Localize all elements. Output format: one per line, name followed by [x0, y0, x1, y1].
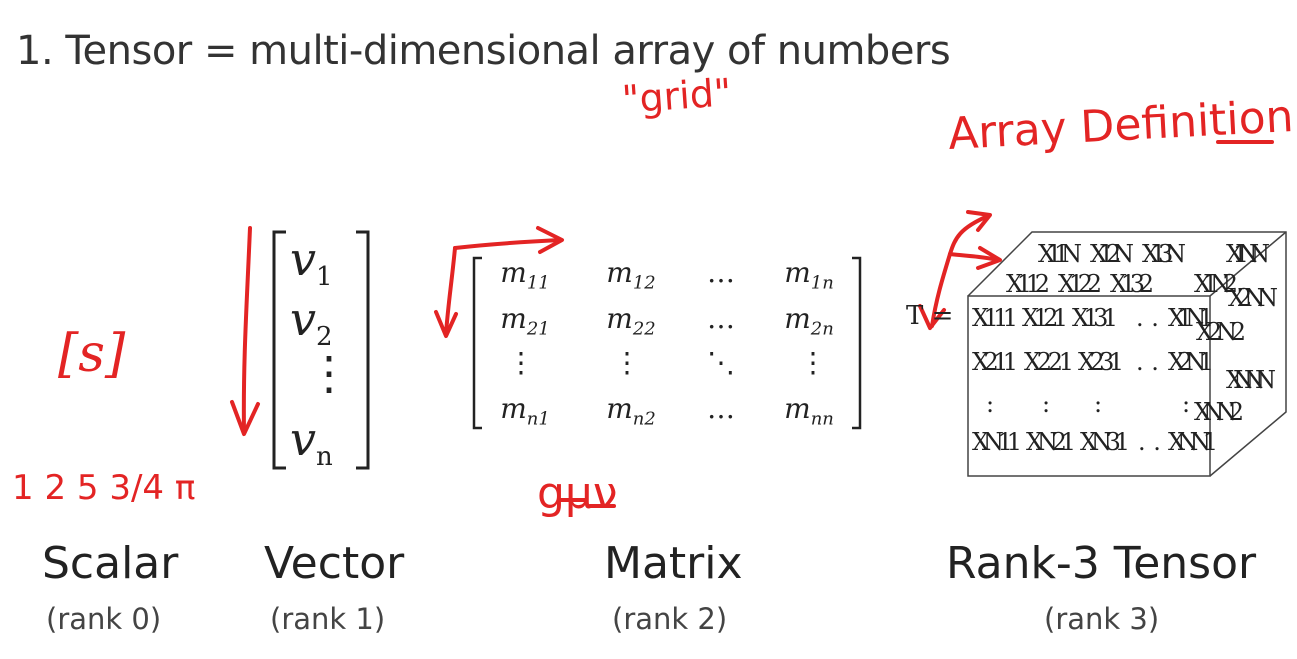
vector-label: Vector: [264, 538, 405, 589]
tensor-element: :: [1182, 390, 1190, 418]
matrix-label: Matrix: [604, 538, 743, 589]
tensor-label: Rank-3 Tensor: [946, 538, 1257, 589]
tensor-element: X231: [1078, 348, 1124, 376]
vector-rank: (rank 1): [270, 602, 386, 636]
tensor-element: XN31: [1080, 428, 1130, 456]
tensor-element: X1N2: [1194, 270, 1238, 298]
metric-tensor-annotation: gμν: [537, 468, 618, 519]
tensor-element: X122: [1058, 270, 1102, 298]
tensor-element: . .: [1138, 428, 1161, 456]
tensor-element: XNNN: [1226, 366, 1276, 394]
tensor-element: X111: [972, 304, 1018, 332]
tensor-element: X2N1: [1168, 348, 1214, 376]
matrix-cell: ⋮: [799, 346, 827, 379]
vector-entry: v1: [290, 232, 333, 293]
matrix-cell: m22: [606, 302, 656, 340]
tensor-prefix: T =: [906, 301, 953, 331]
tensor-rank: (rank 3): [1044, 602, 1160, 636]
tensor-element: X131: [1072, 304, 1118, 332]
tensor-element: X121: [1022, 304, 1068, 332]
matrix-cell: …: [707, 392, 735, 425]
vector-entry: ⋮: [306, 346, 352, 400]
tensor-depth-arrow: [948, 214, 990, 256]
tensor-element: X1NN: [1226, 240, 1270, 268]
matrix-cell: m12: [606, 256, 656, 294]
matrix-cell: m21: [500, 302, 550, 340]
tensor-elements: X11N X12N X13N X1NN X112 X122 X132 X1N2 …: [972, 240, 1278, 456]
tensor-column-arrow: [930, 252, 952, 328]
tensor-element: :: [1094, 390, 1102, 418]
scalar-rank: (rank 0): [46, 602, 162, 636]
tensor-element: X13N: [1142, 240, 1186, 268]
vector-entry: vn: [290, 412, 333, 473]
tensor-element: :: [1042, 390, 1050, 418]
tensor-element: XNN2: [1194, 398, 1244, 426]
tensor-element: X2N2: [1196, 318, 1246, 346]
matrix-cell: ⋮: [613, 346, 641, 379]
scalar-symbol: [s]: [58, 324, 126, 384]
matrix-row-arrow: [453, 238, 562, 250]
matrix-cell: m1n: [784, 256, 834, 294]
tensor-element: XN21: [1026, 428, 1076, 456]
tensor-element: :: [986, 390, 994, 418]
matrix-cell: …: [707, 302, 735, 335]
tensor-element: X221: [1024, 348, 1074, 376]
tensor-element: X112: [1006, 270, 1050, 298]
matrix-cell: m2n: [784, 302, 834, 340]
matrix-cell: ⋱: [707, 346, 735, 379]
tensor-element: X11N: [1038, 240, 1082, 268]
tensor-element: . .: [1136, 304, 1159, 332]
vector-entry: v2: [290, 292, 333, 353]
matrix-cell: mn2: [606, 392, 656, 430]
tensor-element: X2NN: [1228, 284, 1278, 312]
tensor-element: . .: [1136, 348, 1159, 376]
matrix-cell: m11: [500, 256, 550, 294]
matrix-rank: (rank 2): [612, 602, 728, 636]
matrix-cell: ⋮: [507, 346, 535, 379]
matrix-column-arrow: [444, 246, 457, 336]
page-title: 1. Tensor = multi-dimensional array of n…: [16, 28, 951, 74]
matrix-cell: mn1: [500, 392, 550, 430]
tensor-element: XN11: [972, 428, 1022, 456]
tensor-element: X1N1: [1168, 304, 1214, 332]
tensor-element: X211: [972, 348, 1018, 376]
tensor-row-arrow: [948, 252, 1000, 262]
tensor-element: XNN1: [1168, 428, 1218, 456]
tensor-element: X12N: [1090, 240, 1134, 268]
matrix-cell: mnn: [784, 392, 834, 430]
vector-direction-arrow: [241, 226, 252, 434]
scalar-label: Scalar: [42, 538, 179, 589]
matrix-cell: …: [707, 256, 735, 289]
tensor-element: X132: [1110, 270, 1154, 298]
scalar-examples-annotation: 1 2 5 3/4 π: [12, 468, 196, 508]
